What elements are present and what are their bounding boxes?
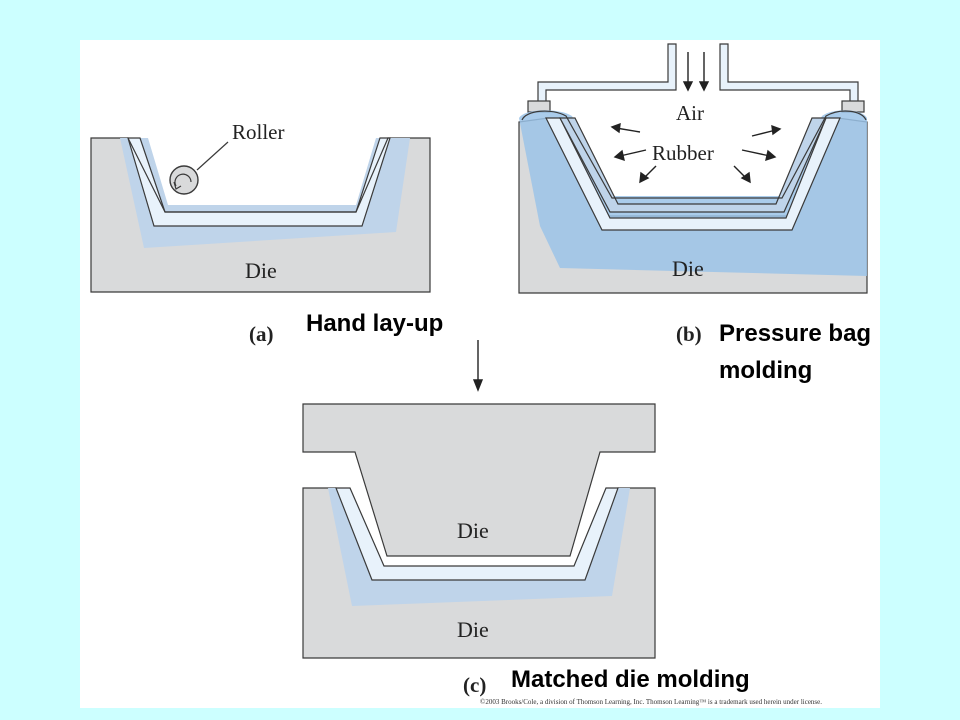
roller-label: Roller bbox=[232, 120, 285, 144]
air-flow-arrows-icon bbox=[682, 52, 710, 92]
roller-leader-line bbox=[196, 141, 229, 171]
panel-c-letter: (c) bbox=[463, 673, 486, 697]
panel-c-title: Matched die molding bbox=[511, 666, 750, 693]
panel-b-pressure-bag: Air Rubber Die (b) Pressure bag molding bbox=[518, 43, 871, 384]
panel-a-letter: (a) bbox=[249, 322, 274, 346]
lower-die-label: Die bbox=[457, 617, 489, 642]
panel-c-matched-die: Die Die (c) Matched die molding bbox=[302, 340, 750, 697]
panel-b-die-label: Die bbox=[672, 256, 704, 281]
roller-arrowhead-icon bbox=[173, 181, 182, 190]
roller-rotation-arrow-icon bbox=[174, 173, 192, 187]
panel-a-title: Hand lay-up bbox=[306, 310, 443, 337]
panel-b-title-line2: molding bbox=[719, 357, 812, 384]
panel-b-title-line1: Pressure bag bbox=[719, 320, 871, 347]
upper-die bbox=[302, 403, 656, 557]
panel-a-hand-layup: Roller Die (a) Hand lay-up bbox=[90, 120, 443, 346]
panel-a-laminate bbox=[127, 137, 391, 227]
upper-die-label: Die bbox=[457, 518, 489, 543]
copyright-notice: ©2003 Brooks/Cole, a division of Thomson… bbox=[480, 698, 822, 706]
panel-c-laminate bbox=[335, 487, 619, 581]
rubber-bag bbox=[519, 110, 867, 276]
panel-b-letter: (b) bbox=[676, 322, 702, 346]
air-label: Air bbox=[676, 101, 704, 125]
rubber-bag-outline bbox=[521, 110, 867, 199]
panel-b-laminate-inner bbox=[559, 117, 827, 213]
press-down-arrow-icon bbox=[472, 340, 484, 392]
roller-icon bbox=[169, 165, 199, 195]
rubber-label: Rubber bbox=[652, 141, 714, 165]
panel-a-mold-surface bbox=[127, 137, 389, 213]
pressure-arrows-icon bbox=[610, 122, 782, 184]
panel-a-die-label: Die bbox=[245, 258, 277, 283]
